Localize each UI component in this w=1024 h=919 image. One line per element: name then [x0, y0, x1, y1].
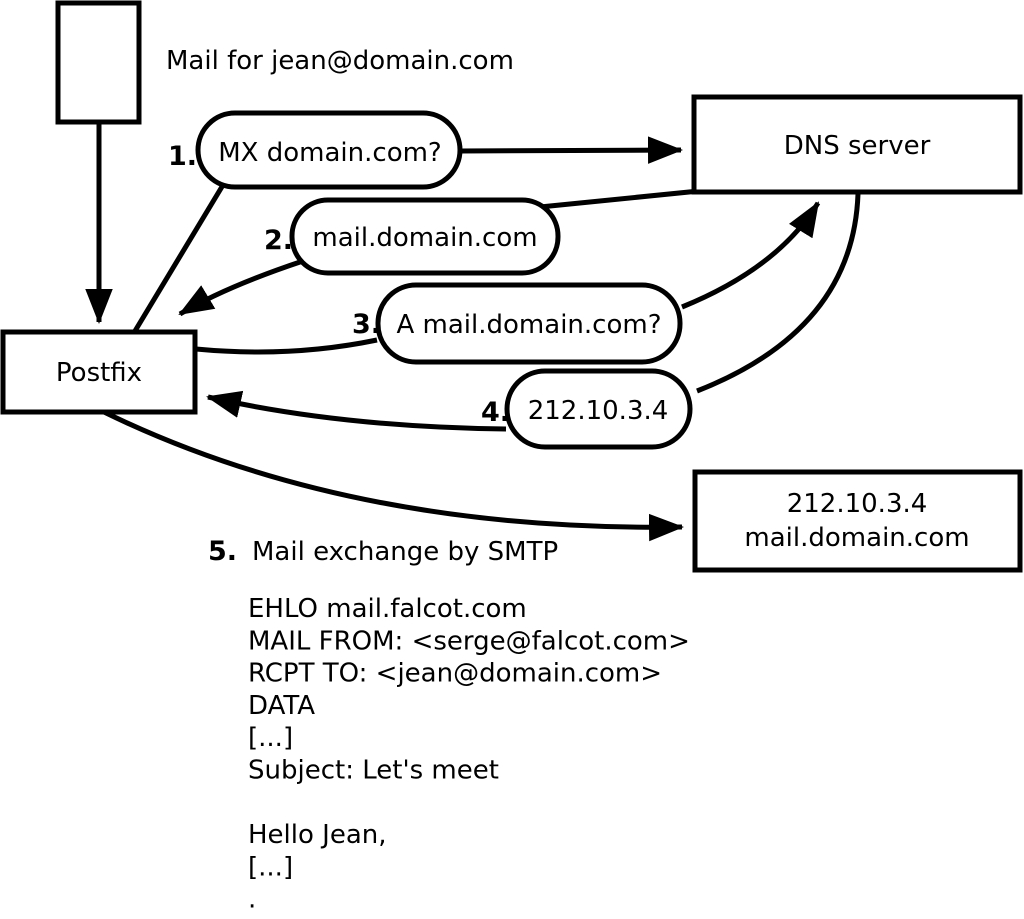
smtp-line: Subject: Let's meet — [248, 756, 499, 786]
arrow-answer2-to-postfix — [178, 258, 304, 317]
step-number-2: 2. — [264, 225, 293, 256]
pill-query-mx — [195, 110, 463, 190]
smtp-line: EHLO mail.falcot.com — [248, 594, 527, 624]
smtp-line: RCPT TO: <jean@domain.com> — [248, 659, 662, 689]
pill-answer-mx-label: mail.domain.com — [312, 223, 537, 253]
edge-dns-to-answer2 — [539, 188, 700, 210]
edge-postfix-to-query3 — [195, 337, 378, 355]
pill-query-a-label: A mail.domain.com? — [397, 310, 662, 340]
pill-answer-mx — [289, 197, 561, 276]
edge-dns-to-answer4 — [696, 193, 861, 394]
dns-server-node — [691, 94, 1023, 195]
smtp-line: . — [248, 885, 256, 915]
postfix-node — [0, 329, 198, 415]
arrow-query1-to-dns — [459, 136, 683, 164]
smtp-line: DATA — [248, 691, 315, 721]
pill-query-a — [375, 282, 683, 365]
arrow-smtp-to-mailhost — [102, 409, 684, 542]
arrow-answer4-to-postfix — [206, 390, 507, 432]
mailhost-node — [692, 469, 1023, 573]
smtp-line: [...] — [248, 723, 293, 753]
edge-postfix-to-query1 — [132, 183, 226, 333]
smtp-line: [...] — [248, 852, 293, 882]
mailhost-name-label: mail.domain.com — [744, 523, 969, 553]
step-5-label: Mail exchange by SMTP — [252, 537, 558, 567]
step-number-4: 4. — [481, 397, 510, 428]
step-number-5: 5. — [208, 536, 237, 567]
postfix-label: Postfix — [56, 358, 142, 388]
step-number-1: 1. — [168, 141, 197, 172]
mailhost-ip-label: 212.10.3.4 — [787, 489, 928, 519]
pill-answer-a — [504, 368, 693, 450]
dns-server-label: DNS server — [784, 131, 931, 161]
arrow-query3-to-dns — [681, 201, 821, 310]
step-number-3: 3. — [352, 309, 381, 340]
pill-query-mx-label: MX domain.com? — [218, 138, 441, 168]
smtp-transcript: EHLO mail.falcot.com MAIL FROM: <serge@f… — [248, 594, 690, 915]
smtp-line: Hello Jean, — [248, 820, 387, 850]
diagram-title: Mail for jean@domain.com — [166, 46, 514, 76]
mail-message-node — [55, 0, 142, 125]
smtp-line: MAIL FROM: <serge@falcot.com> — [248, 626, 690, 656]
pill-answer-a-label: 212.10.3.4 — [528, 396, 669, 426]
